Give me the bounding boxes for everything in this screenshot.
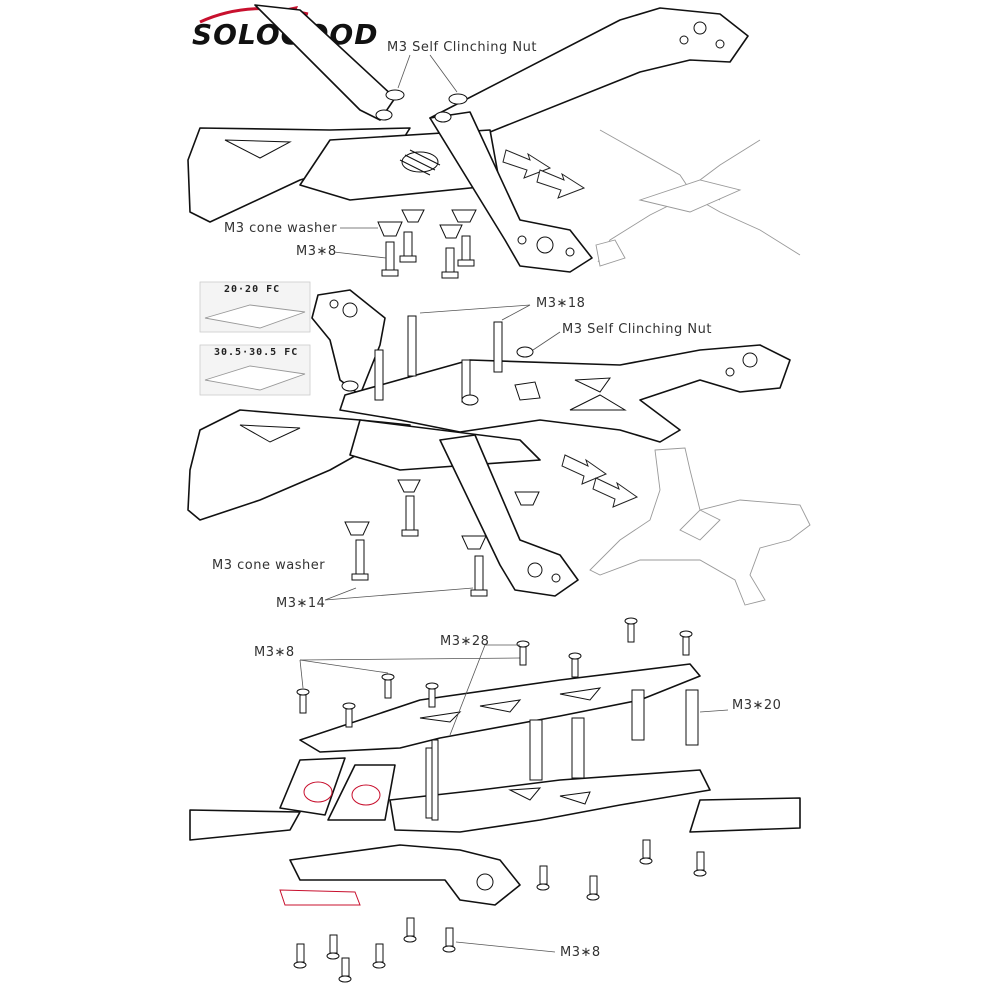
step1-nut-label: M3 Self Clinching Nut xyxy=(387,40,537,55)
step2-washer-label: M3 cone washer xyxy=(212,558,326,573)
step2-nut-label: M3 Self Clinching Nut xyxy=(562,322,712,337)
fc-30x30-label: 30.5·30.5 FC xyxy=(214,347,299,358)
step3-long-screw xyxy=(431,640,530,821)
step1-cone-washers xyxy=(377,209,477,239)
fc-20x20-label: 20·20 FC xyxy=(224,284,281,295)
step1-screws xyxy=(381,231,475,279)
fc-thumbnail-20x20 xyxy=(199,281,311,333)
step2-screws xyxy=(351,495,488,597)
step1-arm-upper-right xyxy=(429,7,749,141)
step1-screw-label: M3∗8 xyxy=(296,244,337,259)
step1-nuts xyxy=(375,89,468,123)
step2-frame xyxy=(187,281,811,606)
step2-arrows xyxy=(561,454,639,508)
step1-frame xyxy=(187,4,801,279)
battery-strap-pad xyxy=(279,889,361,906)
step3-long-screw-label: M3∗28 xyxy=(440,634,490,649)
step3-bottom-screw-label: M3∗8 xyxy=(560,945,601,960)
step2-arm-lower-right xyxy=(439,434,579,597)
step1-arm-lower-right xyxy=(429,111,593,273)
step2-screw-label: M3∗14 xyxy=(276,596,326,611)
step2-nuts xyxy=(341,346,534,406)
step1-washer-label: M3 cone washer xyxy=(224,221,338,236)
step3-middle-plate xyxy=(389,769,711,833)
step3-arm-left xyxy=(189,809,301,841)
step3-top-screws xyxy=(296,617,693,728)
step3-bottom-screws xyxy=(293,839,707,983)
step1-preview xyxy=(595,129,801,267)
fc-thumbnail-30x30 xyxy=(199,344,311,396)
step2-preview xyxy=(589,447,811,606)
step2-standoff-label: M3∗18 xyxy=(536,296,586,311)
step2-top-plate xyxy=(339,344,791,443)
step3-bottom-plate xyxy=(289,844,521,906)
step1-arm-upper-left xyxy=(254,4,396,121)
step3-top-screw-label: M3∗8 xyxy=(254,645,295,660)
step3-arm-right xyxy=(689,797,801,833)
step2-cone-washers xyxy=(344,479,540,550)
step3-standoff-label: M3∗20 xyxy=(732,698,782,713)
step1-arrows xyxy=(502,149,586,199)
step2-standoffs xyxy=(374,315,503,403)
step3-frame xyxy=(189,617,801,983)
